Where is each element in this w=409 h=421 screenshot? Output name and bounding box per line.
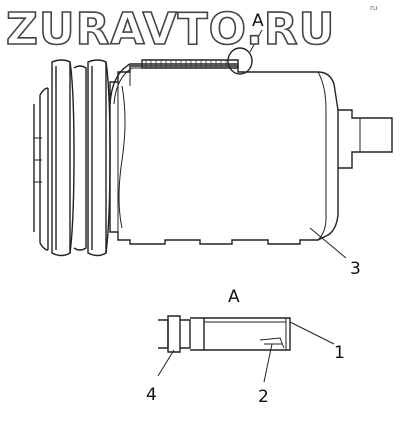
- wire-harness: [109, 59, 239, 105]
- callout-1-label: 1: [334, 343, 345, 363]
- watermark-text: ZURAVTO.RU: [6, 4, 335, 55]
- callout-4-leader: [157, 349, 175, 377]
- detail-a-drawing: [158, 315, 291, 353]
- compressor-drawing: [33, 29, 393, 257]
- detail-a-circle: [227, 47, 253, 75]
- view-mark-a: A: [252, 11, 264, 31]
- callout-3-leader: [309, 227, 347, 259]
- compressor-housing: [109, 65, 339, 245]
- callout-3-label: 3: [350, 259, 361, 279]
- detail-title: A: [228, 287, 240, 307]
- callout-1-leader: [289, 321, 335, 345]
- corner-mark: ru: [370, 4, 377, 12]
- pulley: [33, 59, 111, 257]
- callout-2-label: 2: [258, 387, 269, 407]
- callout-2-leader: [263, 343, 273, 383]
- rear-boss: [338, 109, 393, 169]
- callout-4-label: 4: [146, 385, 157, 405]
- detail-a-leader: [249, 29, 263, 53]
